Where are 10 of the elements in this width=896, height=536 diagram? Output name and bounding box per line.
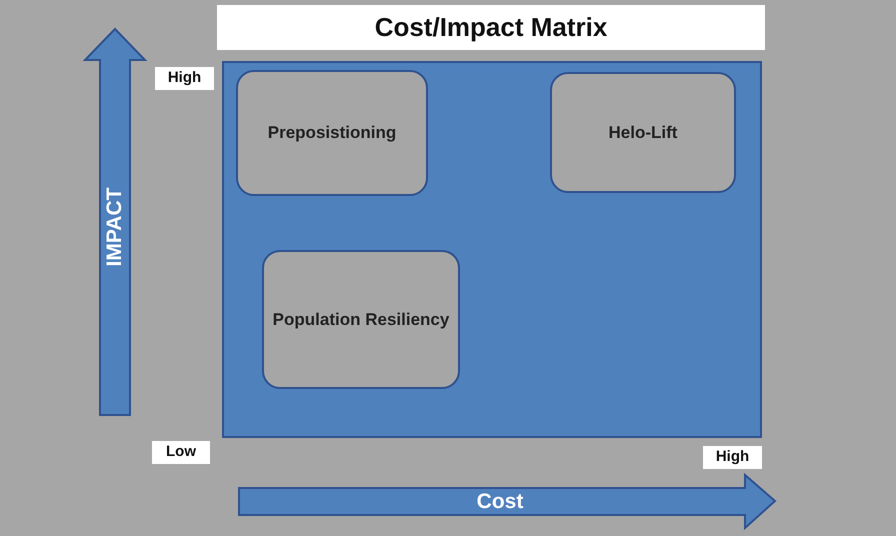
matrix-panel — [222, 61, 762, 438]
category-box: Preposistioning — [236, 70, 428, 196]
axis-label: IMPACT — [103, 188, 127, 266]
chart-title: Cost/Impact Matrix — [217, 5, 765, 50]
axis-label: High — [155, 67, 214, 90]
category-box: Helo-Lift — [550, 72, 736, 193]
axis-label: High — [703, 446, 762, 469]
axis-label: Cost — [476, 490, 524, 514]
category-box: Population Resiliency — [262, 250, 460, 389]
axis-label: Low — [152, 441, 210, 464]
